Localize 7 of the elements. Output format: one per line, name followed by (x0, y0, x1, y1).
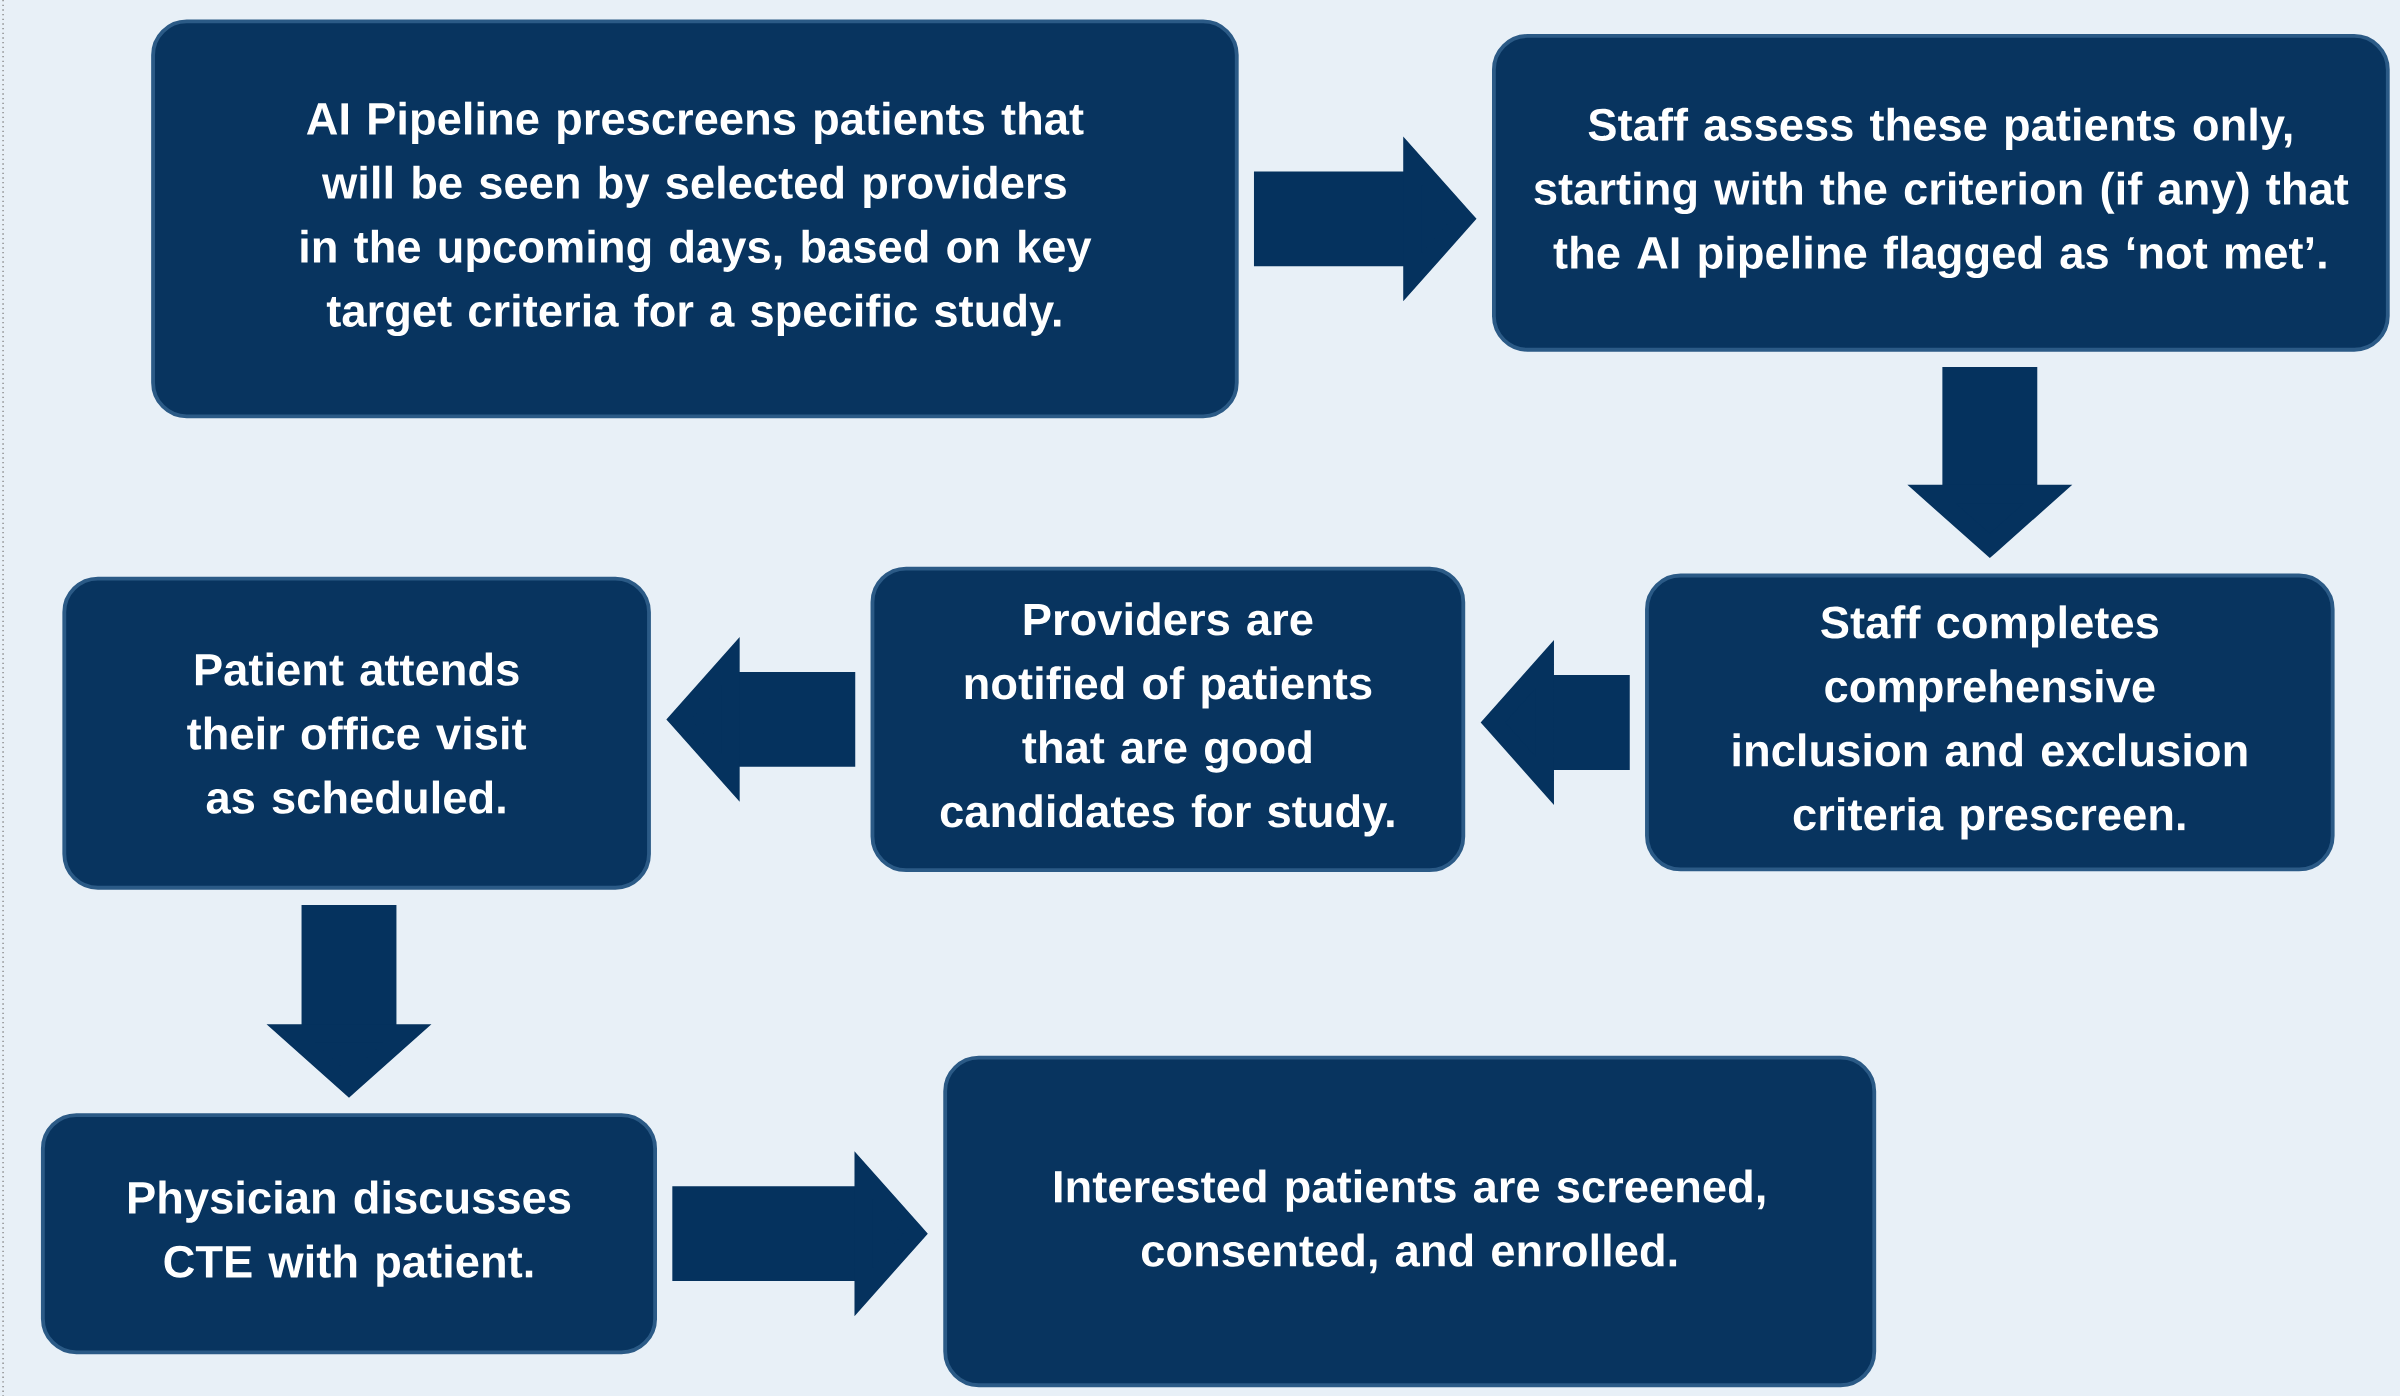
process-box: Staff completes comprehensive inclusion and exclusion criteria prescreen. (1645, 573, 2335, 872)
process-box: AI Pipeline prescreens patients that will be seen by selected providers in the upcoming days, based on key target criteria for a specific study. (151, 19, 1239, 419)
process-box: Providers are notified of patients that are good candidates for study. (870, 566, 1466, 873)
process-box: Patient attends their office visit as scheduled. (62, 576, 651, 890)
process-box: Interested patients are screened, consented, and enrolled. (943, 1055, 1877, 1388)
process-box: Physician discusses CTE with patient. (40, 1113, 658, 1355)
process-box: Staff assess these patients only, starting with the criterion (if any) that the AI pipeline flagged as ‘not met’. (1492, 34, 2390, 352)
